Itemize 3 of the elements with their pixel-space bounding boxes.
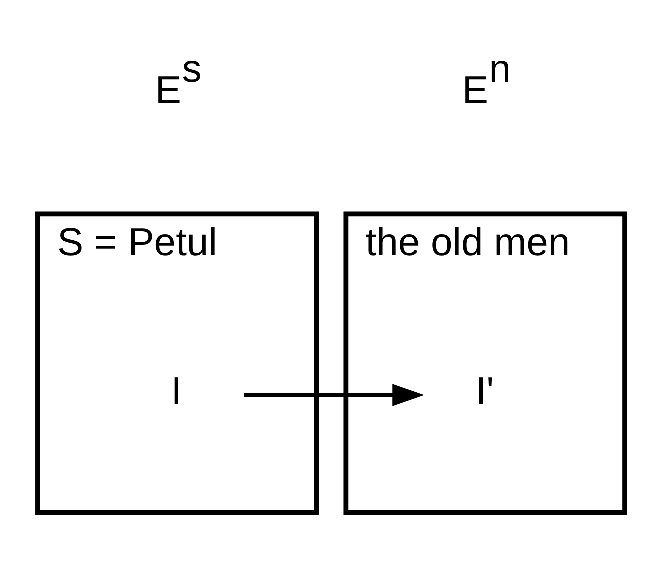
node-text: I (171, 370, 182, 414)
node-text: I' (476, 370, 494, 414)
arrow (244, 384, 424, 406)
